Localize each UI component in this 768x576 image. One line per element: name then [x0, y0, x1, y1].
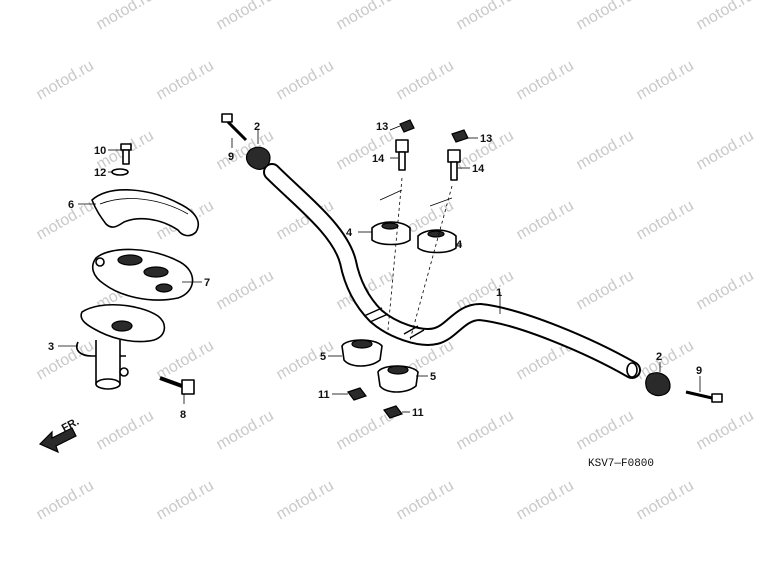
callout-14-right: 14	[472, 163, 485, 175]
screw-9-left	[221, 113, 248, 142]
callout-5-left: 5	[320, 351, 326, 363]
watermark-text-9: motod.ru	[394, 57, 457, 103]
callout-1: 1	[496, 287, 502, 299]
watermark-text-3: motod.ru	[454, 0, 517, 33]
watermark-text-2: motod.ru	[334, 0, 397, 33]
plate-7	[91, 248, 194, 301]
watermark-text-31: motod.ru	[154, 337, 217, 383]
watermark-text-7: motod.ru	[154, 57, 217, 103]
callout-9-right: 9	[696, 365, 702, 377]
end-weight-2-right	[645, 372, 671, 397]
callout-13-right: 13	[480, 133, 492, 145]
lower-holder-5-left	[341, 339, 383, 367]
callout-9-left: 9	[228, 151, 234, 163]
upper-cover-6	[91, 189, 200, 237]
watermark-text-5: motod.ru	[694, 0, 757, 33]
watermark-text-43: motod.ru	[154, 477, 217, 523]
callout-13-left: 13	[376, 121, 388, 133]
callout-11-left: 11	[318, 389, 330, 401]
watermark-text-14: motod.ru	[334, 127, 397, 173]
callout-4-left: 4	[346, 227, 353, 239]
watermark-text-10: motod.ru	[514, 57, 577, 103]
watermark-text-11: motod.ru	[634, 57, 697, 103]
watermark-text-47: motod.ru	[634, 477, 697, 523]
watermark-text-32: motod.ru	[274, 337, 337, 383]
upper-clamp-4-right	[417, 229, 457, 254]
upper-clamp-4-left	[371, 221, 411, 246]
washer-12	[111, 168, 129, 176]
callout-7: 7	[204, 277, 210, 289]
callout-2-right: 2	[656, 351, 662, 363]
watermark-text-44: motod.ru	[274, 477, 337, 523]
cap-13-right	[451, 129, 469, 143]
bolt-10	[120, 143, 132, 165]
watermark-text-6: motod.ru	[34, 57, 97, 103]
watermark-text-4: motod.ru	[574, 0, 637, 33]
watermark-text-22: motod.ru	[514, 197, 577, 243]
callout-10: 10	[94, 145, 106, 157]
lower-holder-5-right	[377, 365, 419, 393]
leader-lines	[58, 125, 701, 413]
watermark-text-39: motod.ru	[454, 407, 517, 453]
watermark-text-41: motod.ru	[694, 407, 757, 453]
watermark-text-8: motod.ru	[274, 57, 337, 103]
watermark-text-17: motod.ru	[694, 127, 757, 173]
watermark-text-1: motod.ru	[214, 0, 277, 33]
callout-14-left: 14	[372, 153, 385, 165]
callout-2-left: 2	[254, 121, 260, 133]
handlebar-1	[263, 163, 641, 379]
callout-6: 6	[68, 199, 74, 211]
callout-4-right: 4	[456, 239, 463, 251]
end-weight-2-left	[245, 146, 271, 170]
watermark-text-46: motod.ru	[514, 477, 577, 523]
callout-11-right: 11	[412, 407, 424, 419]
direction-label: FR.	[60, 416, 81, 435]
callout-5-right: 5	[430, 371, 436, 383]
watermark-text-37: motod.ru	[214, 407, 277, 453]
bolt-8	[159, 376, 195, 395]
front-direction-arrow-icon	[38, 427, 77, 454]
watermark-text-40: motod.ru	[574, 407, 637, 453]
watermark-text-23: motod.ru	[634, 197, 697, 243]
watermark-text-45: motod.ru	[394, 477, 457, 523]
callout-8: 8	[180, 409, 186, 421]
callout-numbers: 10 12 6 7 3 8 9 2 13 14 13 14 4 4 1 5 5 …	[48, 121, 702, 421]
watermark-text-16: motod.ru	[574, 127, 637, 173]
bolt-14-left	[395, 139, 409, 171]
watermark-text-42: motod.ru	[34, 477, 97, 523]
screw-9-right	[685, 390, 723, 403]
callout-12: 12	[94, 167, 106, 179]
watermark-text-30: motod.ru	[34, 337, 97, 383]
diagram-code: KSV7—F0800	[588, 458, 654, 470]
watermark-text-28: motod.ru	[574, 267, 637, 313]
callout-3: 3	[48, 341, 54, 353]
cap-13-left	[399, 119, 415, 133]
bolt-14-right	[447, 149, 461, 181]
watermark-text-29: motod.ru	[694, 267, 757, 313]
watermark-text-0: motod.ru	[94, 0, 157, 33]
holder-3	[76, 303, 166, 390]
nut-11-left	[347, 387, 367, 401]
nut-11-right	[383, 405, 403, 419]
watermark-text-25: motod.ru	[214, 267, 277, 313]
watermark-text-36: motod.ru	[94, 407, 157, 453]
